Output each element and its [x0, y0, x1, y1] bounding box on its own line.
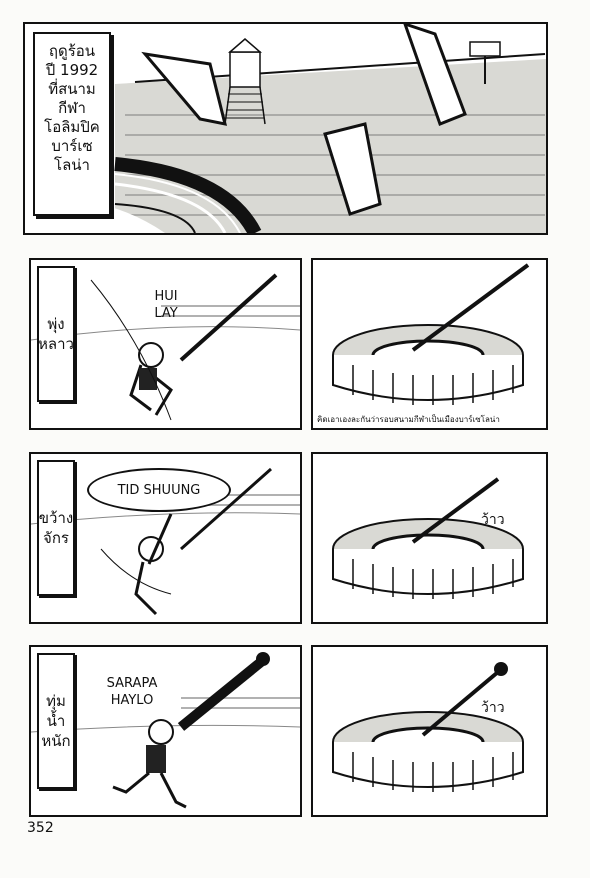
speech-bubble-tid-shuung: TID SHUUNG	[87, 468, 231, 512]
event-caption-javelin: พุ่ง หลาว	[37, 266, 75, 402]
stadium-javelin-drawing	[313, 260, 546, 428]
sound-effect-sarapa-haylo: SARAPA HAYLO	[106, 676, 158, 708]
stadium-hammer-drawing	[313, 647, 546, 815]
sound-effect-hui-lay: HUI LAY	[154, 289, 178, 321]
narration-caption: ฤดูร้อน ปี 1992 ที่สนาม กีฬา โอลิมปิค บา…	[33, 32, 111, 216]
event-caption-discus: ขว้าง จักร	[37, 460, 75, 596]
stadium-note: คิดเอาเองละกันว่ารอบสนามกีฬาเป็นเมืองบาร…	[317, 415, 500, 424]
panel-stadium-overview: ฤดูร้อน ปี 1992 ที่สนาม กีฬา โอลิมปิค บา…	[23, 22, 548, 235]
page-number: 352	[27, 820, 54, 836]
wow-sound-effect: ว้าว	[481, 512, 505, 528]
hammer-throw-drawing	[31, 647, 300, 815]
panel-discus-athlete: ขว้าง จักร TID SHUUNG	[29, 452, 302, 624]
stadium-drawing	[25, 24, 546, 233]
panel-stadium-discus: ว้าว	[311, 452, 548, 624]
panel-javelin-athlete: พุ่ง หลาว HUI LAY	[29, 258, 302, 430]
wow-sound-effect: ว้าว	[481, 700, 505, 716]
panel-hammer-athlete: ทุ่ม น้ำ หนัก SARAPA HAYLO	[29, 645, 302, 817]
panel-stadium-hammer: ว้าว	[311, 645, 548, 817]
javelin-throw-drawing	[31, 260, 300, 428]
stadium-discus-drawing	[313, 454, 546, 622]
event-caption-shot-put: ทุ่ม น้ำ หนัก	[37, 653, 75, 789]
panel-stadium-javelin: คิดเอาเองละกันว่ารอบสนามกีฬาเป็นเมืองบาร…	[311, 258, 548, 430]
